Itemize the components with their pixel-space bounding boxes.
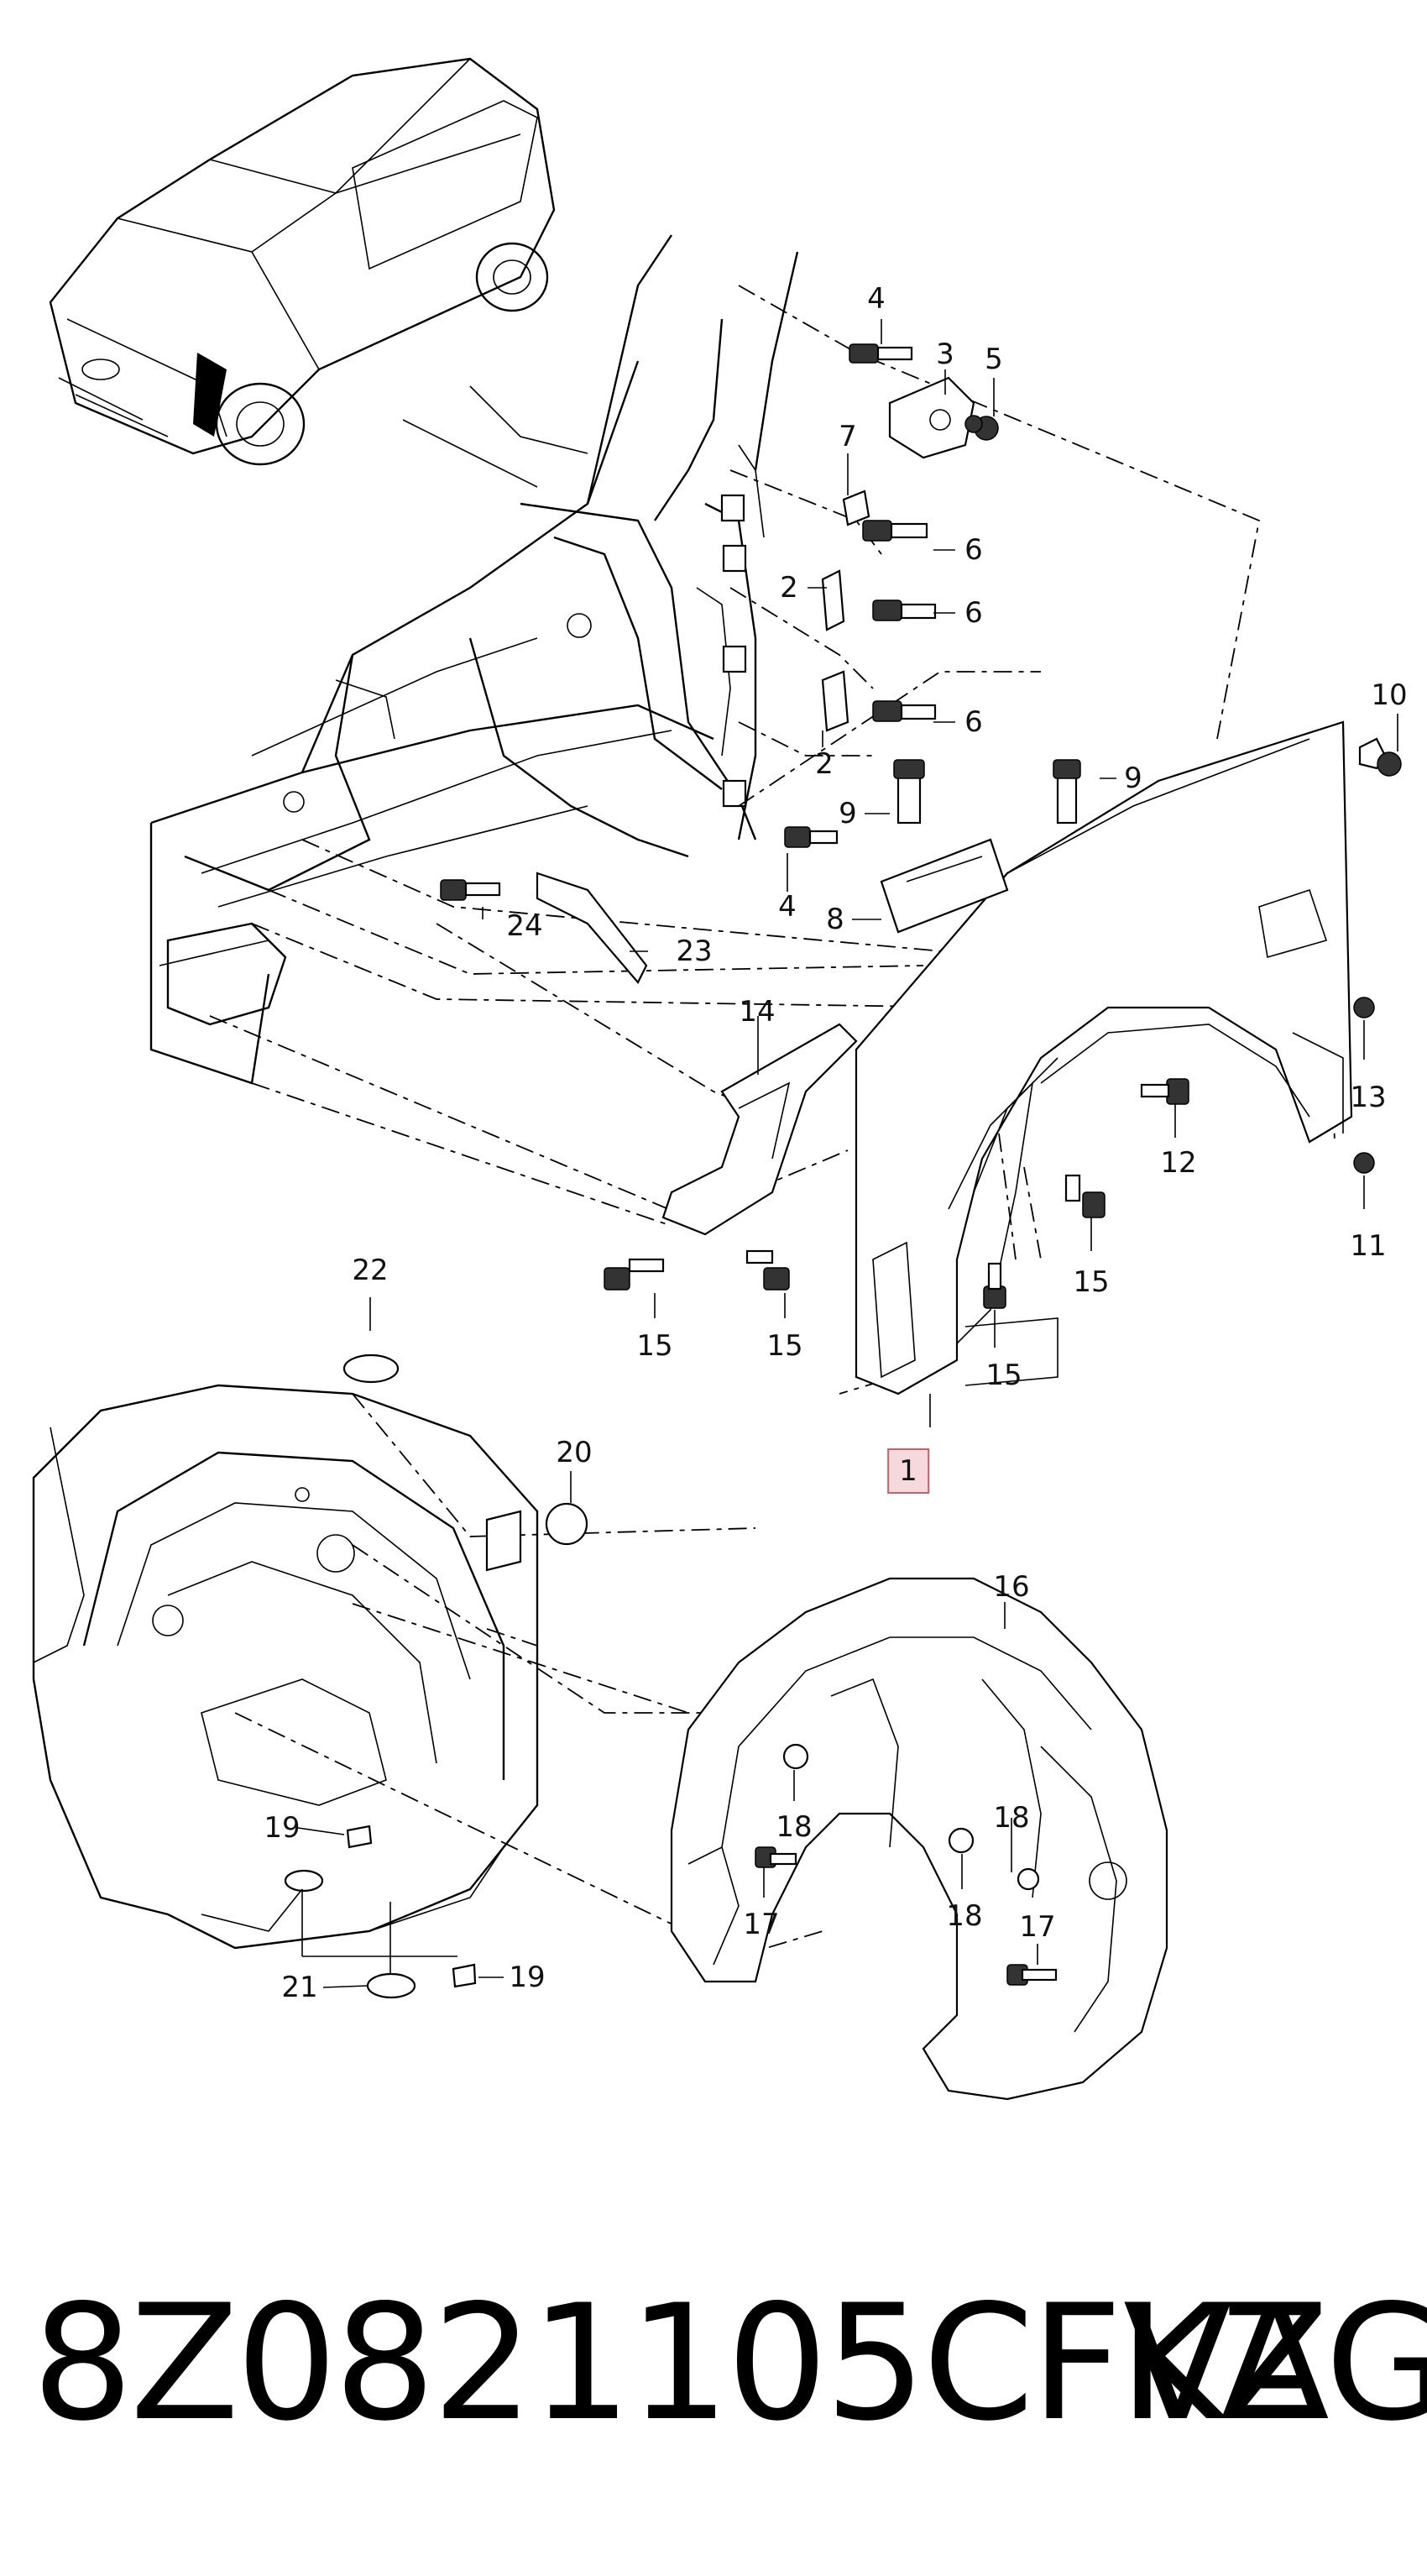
callout-24: 24 xyxy=(506,909,543,943)
callout-4: 4 xyxy=(867,282,886,316)
callout-21: 21 xyxy=(281,1971,318,2004)
callout-5: 5 xyxy=(985,343,1003,376)
callout-19: 19 xyxy=(509,1961,546,1994)
callout-17: 17 xyxy=(743,1908,780,1941)
inner-wheel-arch xyxy=(32,1353,588,1999)
callout-2: 2 xyxy=(815,747,834,781)
callout-12: 12 xyxy=(1160,1146,1197,1180)
callout-16: 16 xyxy=(993,1570,1030,1604)
callout-7: 7 xyxy=(839,420,857,453)
small-parts xyxy=(536,376,1387,1174)
callout-19: 19 xyxy=(264,1811,301,1845)
part-number: 8Z0821105CFKZ xyxy=(32,2270,1330,2456)
callout-leaders xyxy=(297,319,1398,1988)
callout-9: 9 xyxy=(839,797,857,830)
callout-15: 15 xyxy=(636,1329,673,1363)
brand-label: VAG xyxy=(1123,2270,1427,2456)
callout-3: 3 xyxy=(936,338,954,371)
callout-11: 11 xyxy=(1350,1229,1387,1263)
callout-6: 6 xyxy=(964,705,983,739)
callout-17: 17 xyxy=(1019,1910,1056,1944)
callout-15: 15 xyxy=(1073,1265,1110,1299)
callout-13: 13 xyxy=(1350,1081,1387,1114)
car-thumbnail xyxy=(49,57,556,466)
callout-9: 9 xyxy=(1124,762,1142,795)
body-structure xyxy=(149,234,799,1085)
front-fender xyxy=(855,720,1353,1395)
callout-18: 18 xyxy=(946,1899,983,1933)
callout-18: 18 xyxy=(776,1810,813,1844)
callout-8: 8 xyxy=(826,903,844,936)
bracket-14 xyxy=(661,1023,858,1236)
callout-4: 4 xyxy=(778,890,797,924)
callout-20: 20 xyxy=(556,1436,593,1469)
fasteners xyxy=(440,343,1402,1309)
callout-22: 22 xyxy=(352,1254,389,1287)
wheel-housing-liner xyxy=(670,1577,1168,2101)
callout-15: 15 xyxy=(985,1359,1022,1392)
callout-14: 14 xyxy=(739,995,776,1029)
callout-15: 15 xyxy=(766,1329,803,1363)
callout-10: 10 xyxy=(1371,678,1408,712)
callout-23: 23 xyxy=(676,935,713,968)
callout-1[interactable]: 1 xyxy=(887,1448,929,1494)
exploded-parts-diagram xyxy=(32,57,1402,2101)
callout-6: 6 xyxy=(964,596,983,630)
callout-6: 6 xyxy=(964,533,983,567)
callout-2: 2 xyxy=(780,571,798,605)
callout-18: 18 xyxy=(993,1801,1030,1835)
